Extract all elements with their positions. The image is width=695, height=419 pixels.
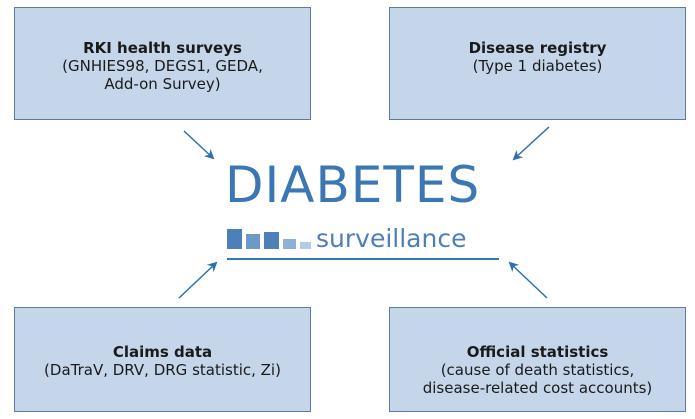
source-box-claims-data: Claims data (DaTraV, DRV, DRG statistic,… — [14, 307, 311, 412]
source-title: Disease registry — [468, 39, 607, 57]
logo-subtitle: surveillance — [316, 224, 467, 253]
source-box-rki-health-surveys: RKI health surveys (GNHIES98, DEGS1, GED… — [14, 7, 311, 120]
logo-underline — [227, 258, 499, 260]
source-detail: disease-related cost accounts) — [422, 379, 653, 397]
source-title: Official statistics — [466, 343, 609, 361]
source-box-official-statistics: Official statistics (cause of death stat… — [389, 307, 686, 412]
arrow-from-official — [508, 261, 548, 299]
source-title: Claims data — [112, 343, 213, 361]
logo-title: DIABETES — [225, 156, 481, 214]
source-detail: (cause of death statistics, — [440, 361, 635, 379]
source-detail: (GNHIES98, DEGS1, GEDA, — [62, 57, 263, 75]
logo-bars-icon — [227, 229, 311, 249]
arrow-from-claims — [178, 261, 218, 299]
source-detail: Add-on Survey) — [104, 75, 221, 93]
arrow-from-registry — [512, 126, 550, 161]
source-detail: (Type 1 diabetes) — [472, 57, 603, 75]
source-box-disease-registry: Disease registry (Type 1 diabetes) — [389, 7, 686, 120]
source-detail: (DaTraV, DRV, DRG statistic, Zi) — [44, 361, 281, 379]
source-title: RKI health surveys — [83, 39, 242, 57]
arrow-from-rki — [183, 130, 215, 160]
